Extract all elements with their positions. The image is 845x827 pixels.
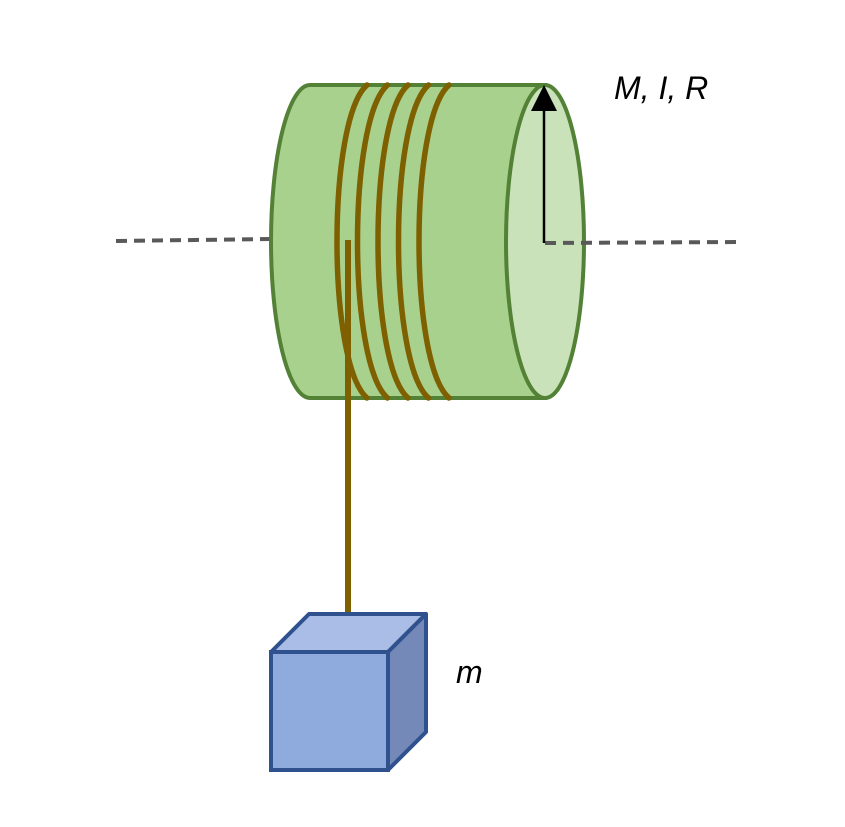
cylinder-label: M, I, R [614, 70, 709, 106]
axis-left-dashed-line [115, 237, 273, 243]
mass-label: m [456, 654, 483, 690]
radius-arrow-head [531, 85, 557, 111]
rope-coil-4 [395, 82, 432, 401]
axis-right-dashed-line [544, 240, 741, 245]
rope-coil-1 [334, 82, 370, 401]
block-front-face [269, 650, 390, 772]
rope-coil-2 [354, 82, 391, 401]
rope-coils [334, 82, 452, 401]
rope-coil-3 [375, 82, 411, 401]
rope-coil-5 [416, 82, 452, 401]
